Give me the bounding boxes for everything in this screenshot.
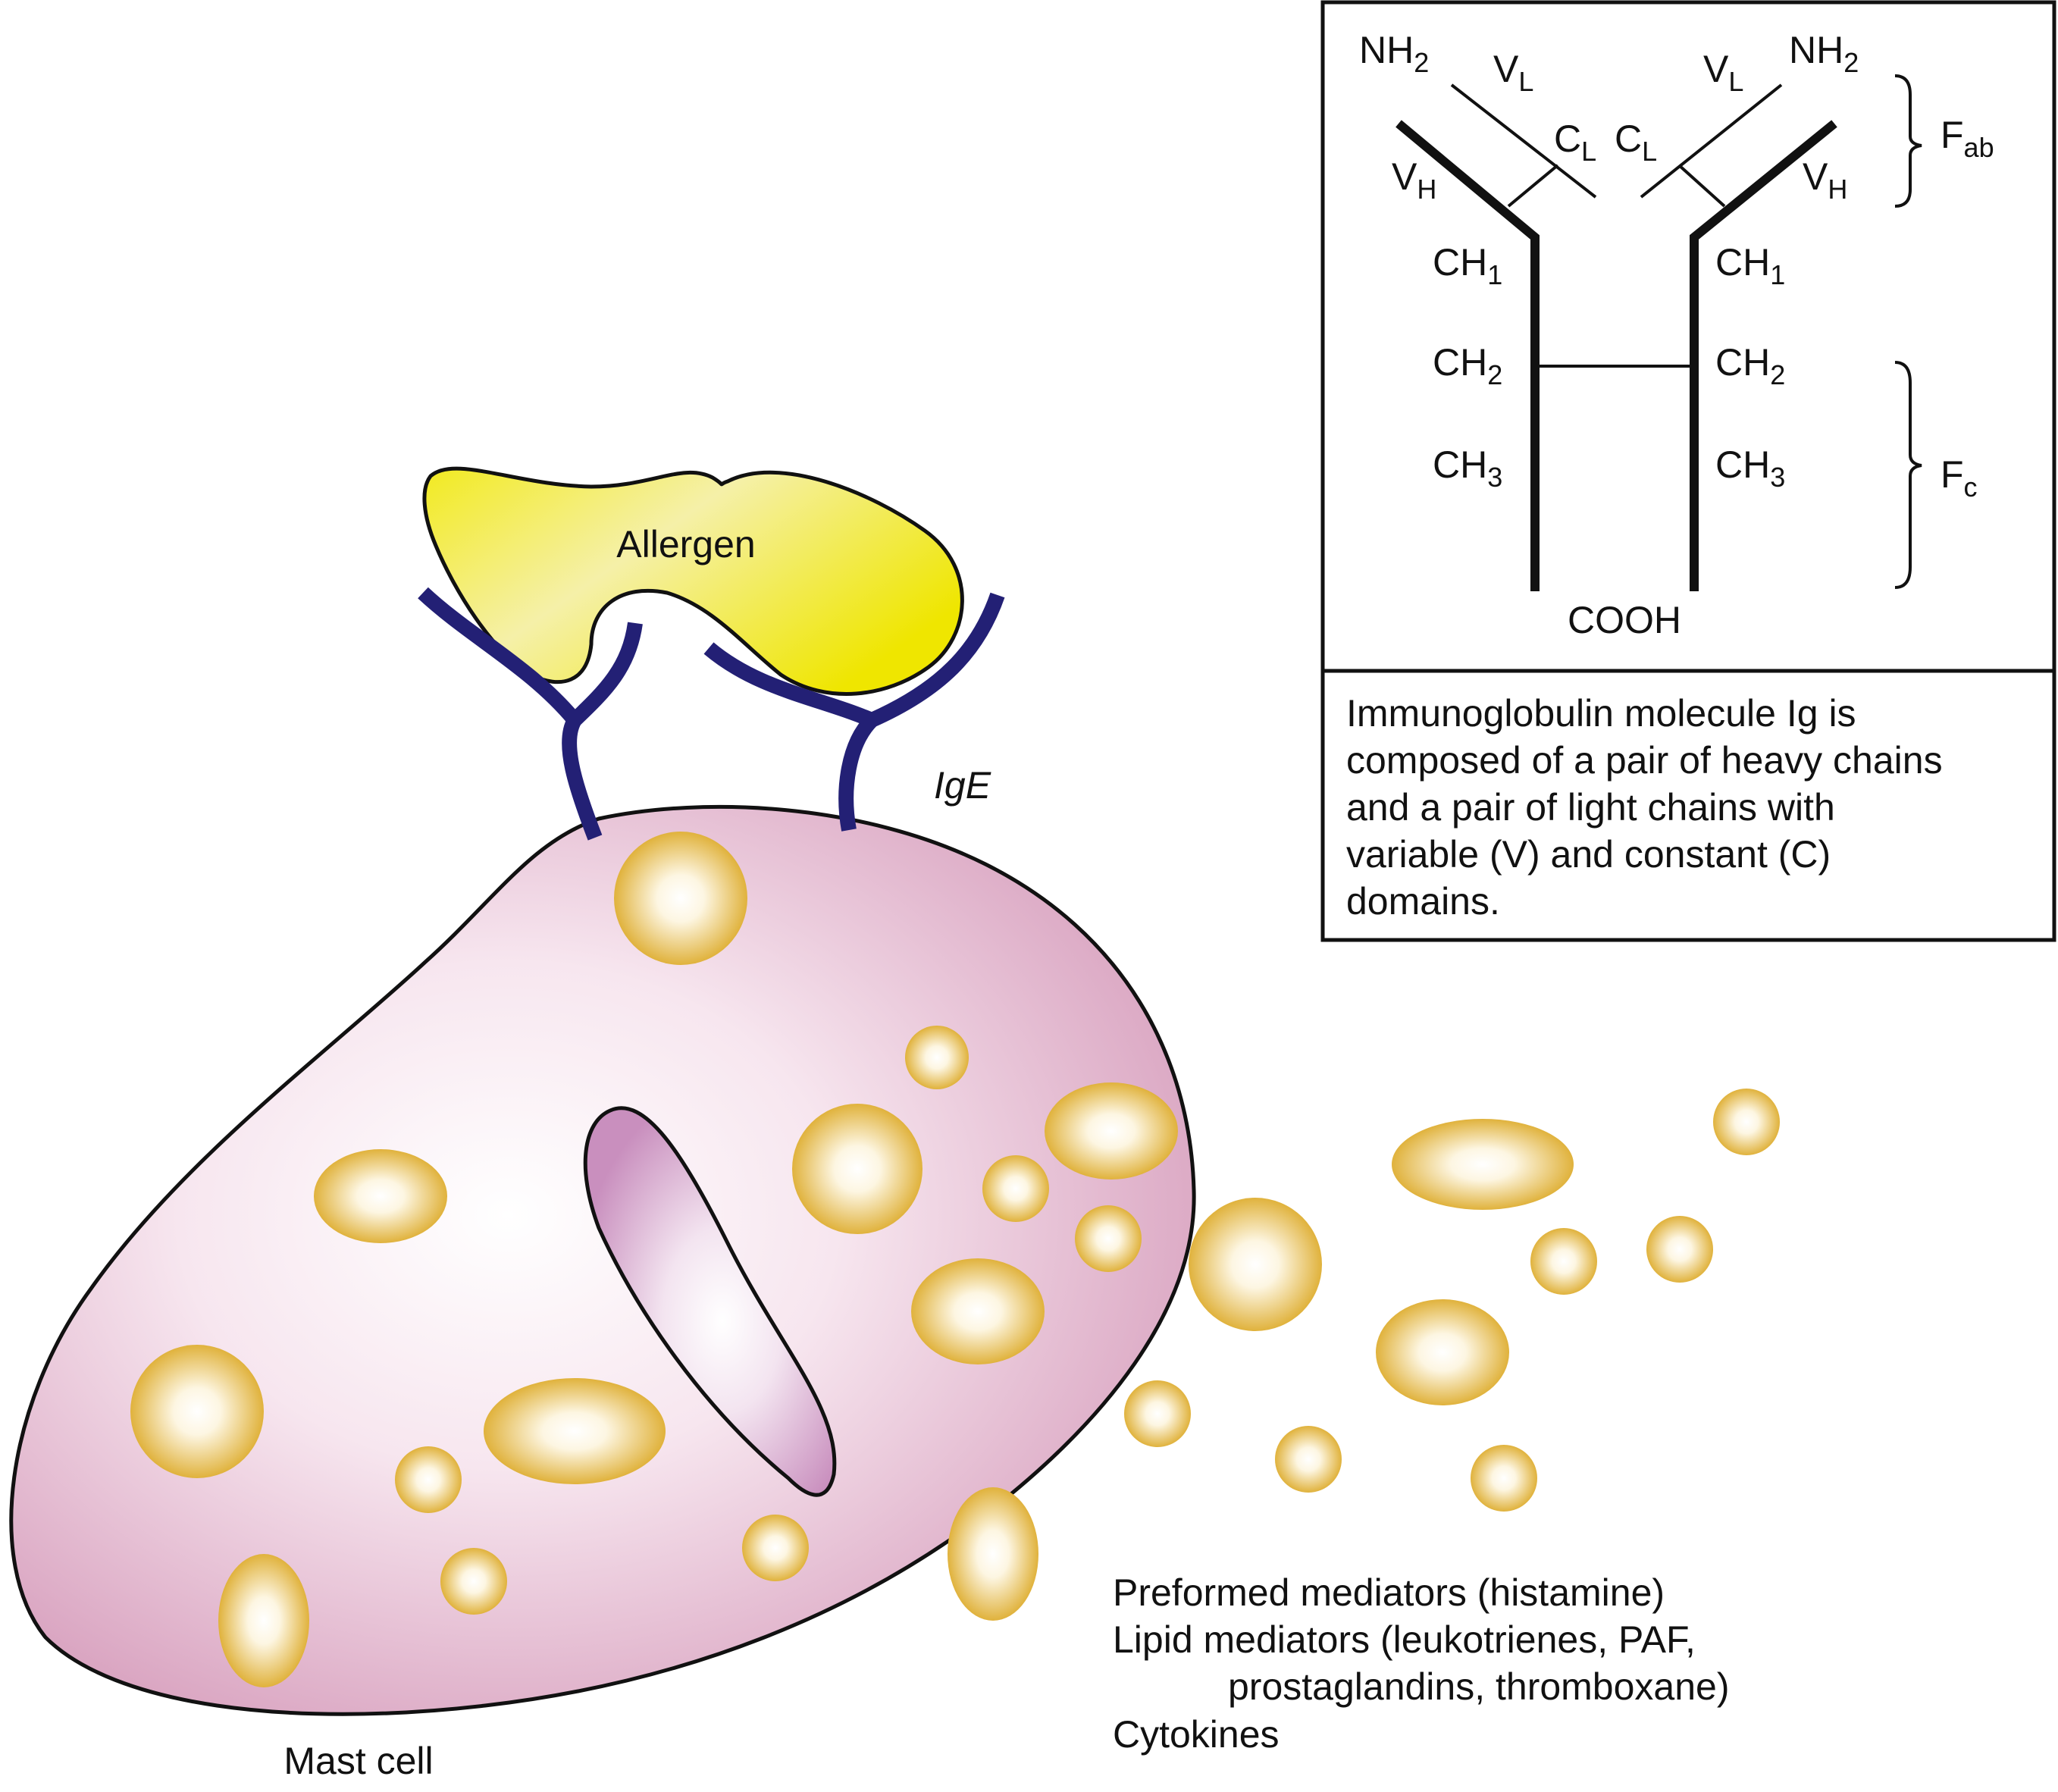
- granule: [1045, 1082, 1178, 1180]
- granule: [484, 1378, 666, 1484]
- mediator-line-3: prostaglandins, thromboxane): [1228, 1665, 1730, 1708]
- ch1-right-label: CH1: [1715, 241, 1785, 290]
- granule: [1392, 1119, 1574, 1210]
- mediator-line-1: Preformed mediators (histamine): [1113, 1571, 1665, 1614]
- mediator-line-2: Lipid mediators (leukotrienes, PAF,: [1113, 1618, 1696, 1661]
- caption-line-2: composed of a pair of heavy chains: [1346, 739, 1943, 782]
- granule: [440, 1548, 507, 1615]
- mast-cell-label: Mast cell: [283, 1740, 433, 1782]
- caption-line-4: variable (V) and constant (C): [1346, 833, 1831, 876]
- granule: [218, 1554, 309, 1687]
- granule: [1075, 1205, 1142, 1272]
- ige-left: [418, 587, 643, 841]
- granule: [905, 1026, 969, 1089]
- granule: [130, 1345, 264, 1478]
- ch1-left-label: CH1: [1433, 241, 1502, 290]
- cooh-label: COOH: [1568, 599, 1681, 641]
- granule: [614, 832, 747, 965]
- nucleus: [583, 1106, 837, 1497]
- caption-line-1: Immunoglobulin molecule Ig is: [1346, 692, 1856, 735]
- antibody-box: [1320, 0, 2056, 673]
- granules: [130, 832, 1780, 1687]
- nh2-right-label: NH2: [1789, 29, 1859, 78]
- fab-brace: [1894, 74, 1922, 208]
- immunoglobulin-caption: Immunoglobulin molecule Ig is composed o…: [1346, 692, 1943, 923]
- granule: [911, 1258, 1045, 1364]
- granule: [742, 1515, 809, 1581]
- interchain-bond-right: [1677, 164, 1726, 208]
- granule: [1713, 1089, 1780, 1155]
- granule: [1530, 1228, 1597, 1295]
- mast-cell: [9, 804, 1196, 1716]
- mediator-line-4: Cytokines: [1113, 1713, 1280, 1756]
- heavy-chain-right: [1690, 120, 1837, 591]
- light-chain-right: [1640, 83, 1783, 199]
- ige-antibodies: [418, 587, 1005, 841]
- mast-cell-body: [9, 804, 1196, 1716]
- granule: [314, 1149, 447, 1243]
- mediator-list: Preformed mediators (histamine) Lipid me…: [1113, 1571, 1730, 1756]
- granule: [395, 1446, 462, 1513]
- allergen-label: Allergen: [616, 523, 755, 565]
- cl-right-label: CL: [1615, 117, 1657, 167]
- fc-label: Fc: [1941, 453, 1978, 503]
- caption-line-3: and a pair of light chains with: [1346, 786, 1835, 829]
- ch3-left-label: CH3: [1433, 443, 1502, 493]
- granule: [1646, 1216, 1713, 1283]
- vl-right-label: VL: [1703, 48, 1743, 97]
- antibody-structure: [1395, 74, 1922, 591]
- ige-right: [703, 592, 1005, 832]
- ch3-right-label: CH3: [1715, 443, 1785, 493]
- ch2-right-label: CH2: [1715, 341, 1785, 390]
- caption-line-5: domains.: [1346, 880, 1500, 923]
- granule: [792, 1104, 922, 1234]
- interchain-bond-left: [1507, 164, 1559, 208]
- granule: [1189, 1198, 1322, 1331]
- caption-box: [1320, 669, 2056, 942]
- light-chain-left: [1450, 83, 1597, 199]
- granule: [948, 1487, 1038, 1621]
- granule: [1275, 1426, 1342, 1493]
- immunoglobulin-panel: NH2 NH2 VL VL CL CL VH VH CH1 CH1 CH2 CH…: [1320, 0, 2056, 942]
- fab-label: Fab: [1941, 114, 1994, 163]
- cl-left-label: CL: [1554, 117, 1596, 167]
- granule: [1124, 1380, 1191, 1447]
- ige-label: IgE: [934, 764, 991, 807]
- vh-left-label: VH: [1392, 155, 1436, 205]
- granule: [1471, 1445, 1537, 1512]
- ch2-left-label: CH2: [1433, 341, 1502, 390]
- granule: [982, 1155, 1049, 1222]
- heavy-chain-left: [1395, 120, 1540, 591]
- nh2-left-label: NH2: [1359, 29, 1429, 78]
- granule: [1376, 1299, 1509, 1405]
- vh-right-label: VH: [1803, 155, 1847, 205]
- vl-left-label: VL: [1493, 48, 1533, 97]
- fc-brace: [1894, 361, 1922, 589]
